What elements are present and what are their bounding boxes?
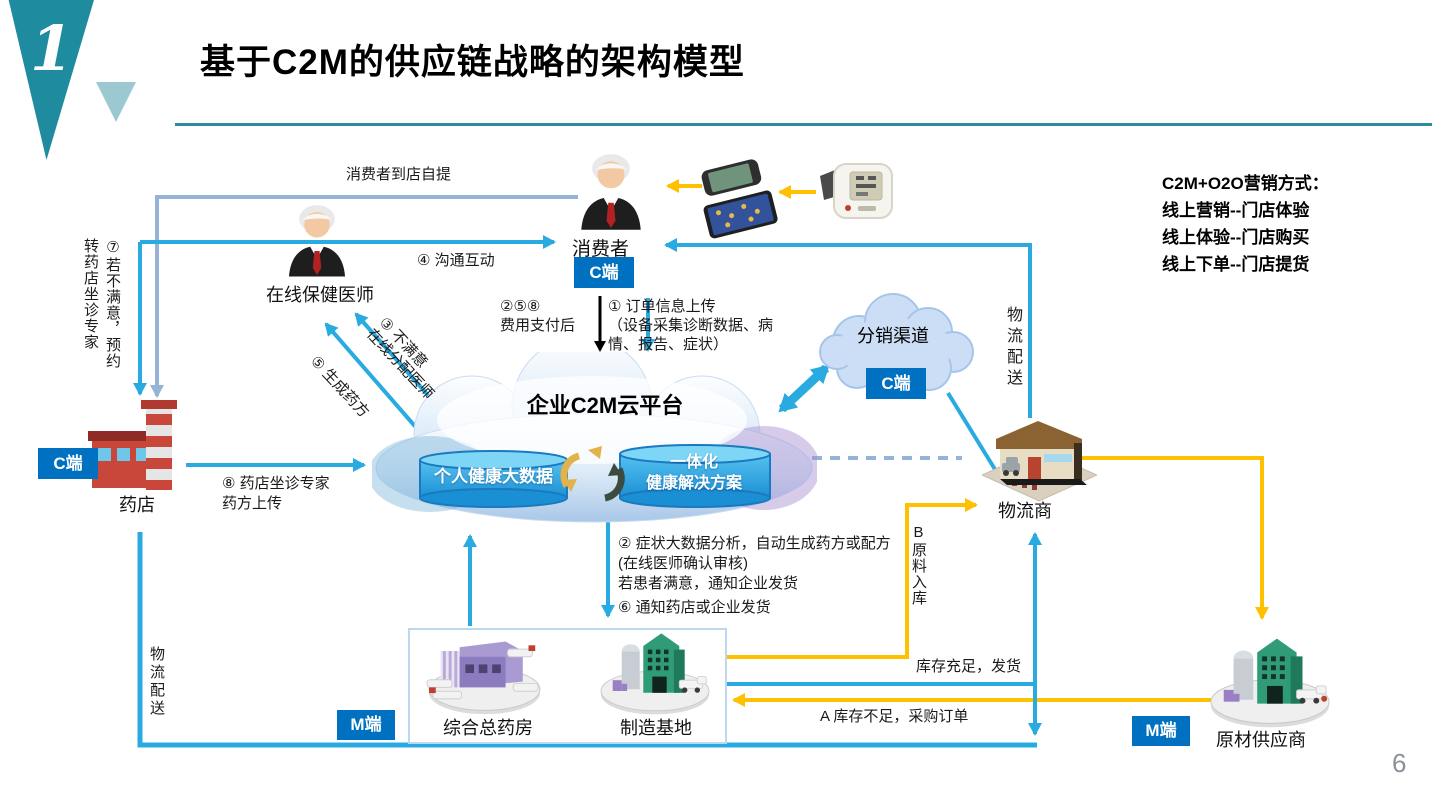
consumer-label: 消费者: [572, 239, 630, 260]
c2m-cloud-platform: [372, 352, 817, 523]
phone-tablet-icon: [701, 159, 778, 239]
logistics-delivery-left-label: 物流配送: [148, 646, 165, 718]
db-right-label: 一体化 健康解决方案: [645, 454, 742, 492]
stock-ok-label: 库存充足，发货: [916, 658, 1022, 675]
edge-6-label: ⑥ 通知药店或企业发货: [618, 599, 771, 616]
b-material-label: B原料入库: [910, 524, 927, 606]
doctor-icon: [288, 205, 346, 277]
marketing-heading: C2M+O2O营销方式：: [1162, 174, 1329, 193]
edge-1-label: ① 订单信息上传 （设备采集诊断数据、病 情、报告、症状）: [608, 298, 774, 353]
edge-7-label-col1: ⑦若不满意，预约: [104, 238, 121, 369]
edge-8-label: ⑧ 药店坐诊专家 药方上传: [222, 475, 330, 512]
sync-icon: [560, 446, 625, 502]
m-side-badge-box: M端: [337, 710, 395, 740]
db-cylinder-left: [419, 450, 568, 508]
title-rule: [175, 123, 1432, 126]
page-number: 6: [1392, 748, 1407, 778]
marketing-note: C2M+O2O营销方式： 线上营销--门店体验 线上体验--门店购买 线上下单-…: [1162, 170, 1329, 278]
edge-258-label: ②⑤⑧ 费用支付后: [500, 298, 576, 334]
central-pharmacy-label: 综合总药房: [443, 718, 533, 738]
marketing-lines: 线上营销--门店体验 线上体验--门店购买 线上下单--门店提货: [1162, 201, 1310, 274]
section-number: 1: [30, 12, 74, 85]
stock-short-label: A 库存不足，采购订单: [820, 708, 969, 725]
edge-pickup-label: 消费者到店自提: [346, 166, 452, 183]
doctor-label: 在线保健医师: [266, 285, 374, 305]
edge-4-label: ④ 沟通互动: [417, 252, 495, 269]
db-cylinder-right: [619, 444, 771, 508]
logistics-icon: [982, 421, 1097, 502]
edge-2-label: ② 症状大数据分析，自动生成药方或配方 (在线医师确认审核) 若患者满意，通知企…: [618, 535, 891, 592]
pharmacy-icon: [88, 400, 177, 490]
mfg-base-label: 制造基地: [620, 718, 692, 738]
c-side-badge-consumer: C端: [574, 257, 634, 288]
central-pharmacy-icon: [426, 641, 541, 715]
bp-monitor-icon: [820, 163, 893, 219]
supplier-label: 原材供应商: [1216, 730, 1306, 750]
m-side-badge-supplier: M端: [1132, 716, 1190, 746]
cloud-title: 企业C2M云平台: [526, 393, 684, 418]
channel-label: 分销渠道: [857, 326, 929, 346]
c-side-badge-channel: C端: [866, 368, 926, 399]
page-title: 基于C2M的供应链战略的架构模型: [200, 43, 745, 82]
c-side-badge-pharmacy: C端: [38, 448, 98, 479]
pharmacy-label: 药店: [119, 495, 155, 515]
mfg-base-icon: [600, 633, 710, 715]
logistics-delivery-right-label: 物流配送: [1004, 306, 1021, 390]
supplier-icon: [1210, 638, 1330, 728]
edge-7-label-col2: 转药店坐诊专家: [82, 238, 99, 350]
logistics-label: 物流商: [998, 501, 1052, 521]
db-left-label: 个人健康大数据: [434, 467, 553, 486]
consumer-icon: [581, 154, 641, 230]
